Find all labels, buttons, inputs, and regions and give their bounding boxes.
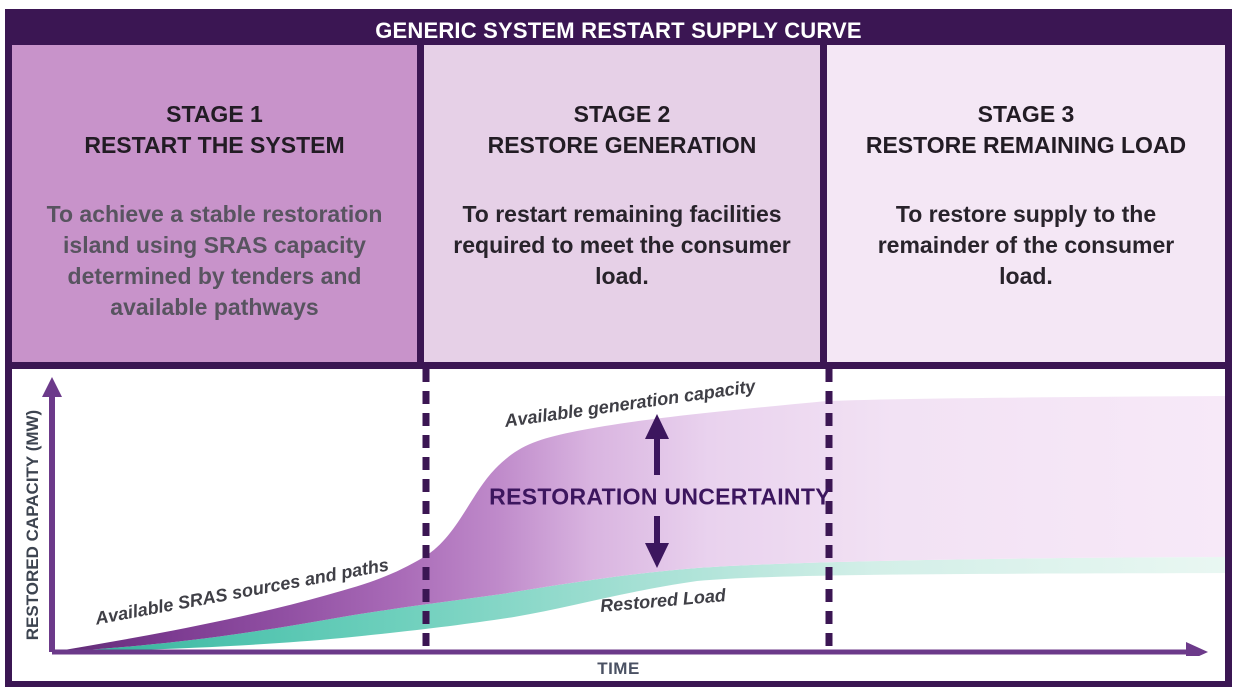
stage-1-title-line2: RESTART THE SYSTEM	[84, 132, 345, 158]
uncertainty-down-arrow-head	[645, 543, 669, 568]
stage-2-title: STAGE 2 RESTORE GENERATION	[450, 99, 794, 161]
stage-2-panel: STAGE 2 RESTORE GENERATION To restart re…	[424, 45, 827, 362]
restored-load-band	[52, 557, 1225, 652]
uncertainty-up-arrow-head	[645, 414, 669, 439]
stage-3-title-line1: STAGE 3	[977, 101, 1075, 127]
x-axis-label: TIME	[597, 659, 640, 678]
stage-3-panel: STAGE 3 RESTORE REMAINING LOAD To restor…	[827, 45, 1225, 362]
figure-frame: GENERIC SYSTEM RESTART SUPPLY CURVE STAG…	[5, 9, 1232, 687]
stage-1-description: To achieve a stable restoration island u…	[46, 201, 383, 320]
restoration-uncertainty-label: RESTORATION UNCERTAINTY	[489, 483, 831, 510]
x-axis-label-strip: TIME	[12, 656, 1225, 681]
stage-3-description: To restore supply to the remainder of th…	[877, 201, 1175, 289]
generation-capacity-band	[52, 396, 1225, 652]
stage-1-title-line1: STAGE 1	[166, 101, 263, 127]
stage-3-title-line2: RESTORE REMAINING LOAD	[865, 132, 1187, 158]
stage-row: STAGE 1 RESTART THE SYSTEM To achieve a …	[12, 45, 1225, 369]
supply-curve-chart: Available generation capacity Available …	[12, 369, 1225, 656]
y-axis-label: RESTORED CAPACITY (MW)	[23, 409, 42, 641]
stage-2-title-line2: RESTORE GENERATION	[487, 132, 757, 158]
stage-3-title: STAGE 3 RESTORE REMAINING LOAD	[853, 99, 1199, 161]
stage-2-description: To restart remaining facilities required…	[453, 201, 791, 289]
y-axis-arrowhead	[42, 377, 62, 397]
stage-1-title: STAGE 1 RESTART THE SYSTEM	[38, 99, 391, 161]
stage-2-title-line1: STAGE 2	[573, 101, 671, 127]
x-axis-arrowhead	[1186, 642, 1208, 656]
chart-canvas	[42, 369, 1225, 656]
stage-1-panel: STAGE 1 RESTART THE SYSTEM To achieve a …	[12, 45, 424, 362]
figure-title: GENERIC SYSTEM RESTART SUPPLY CURVE	[12, 16, 1225, 45]
